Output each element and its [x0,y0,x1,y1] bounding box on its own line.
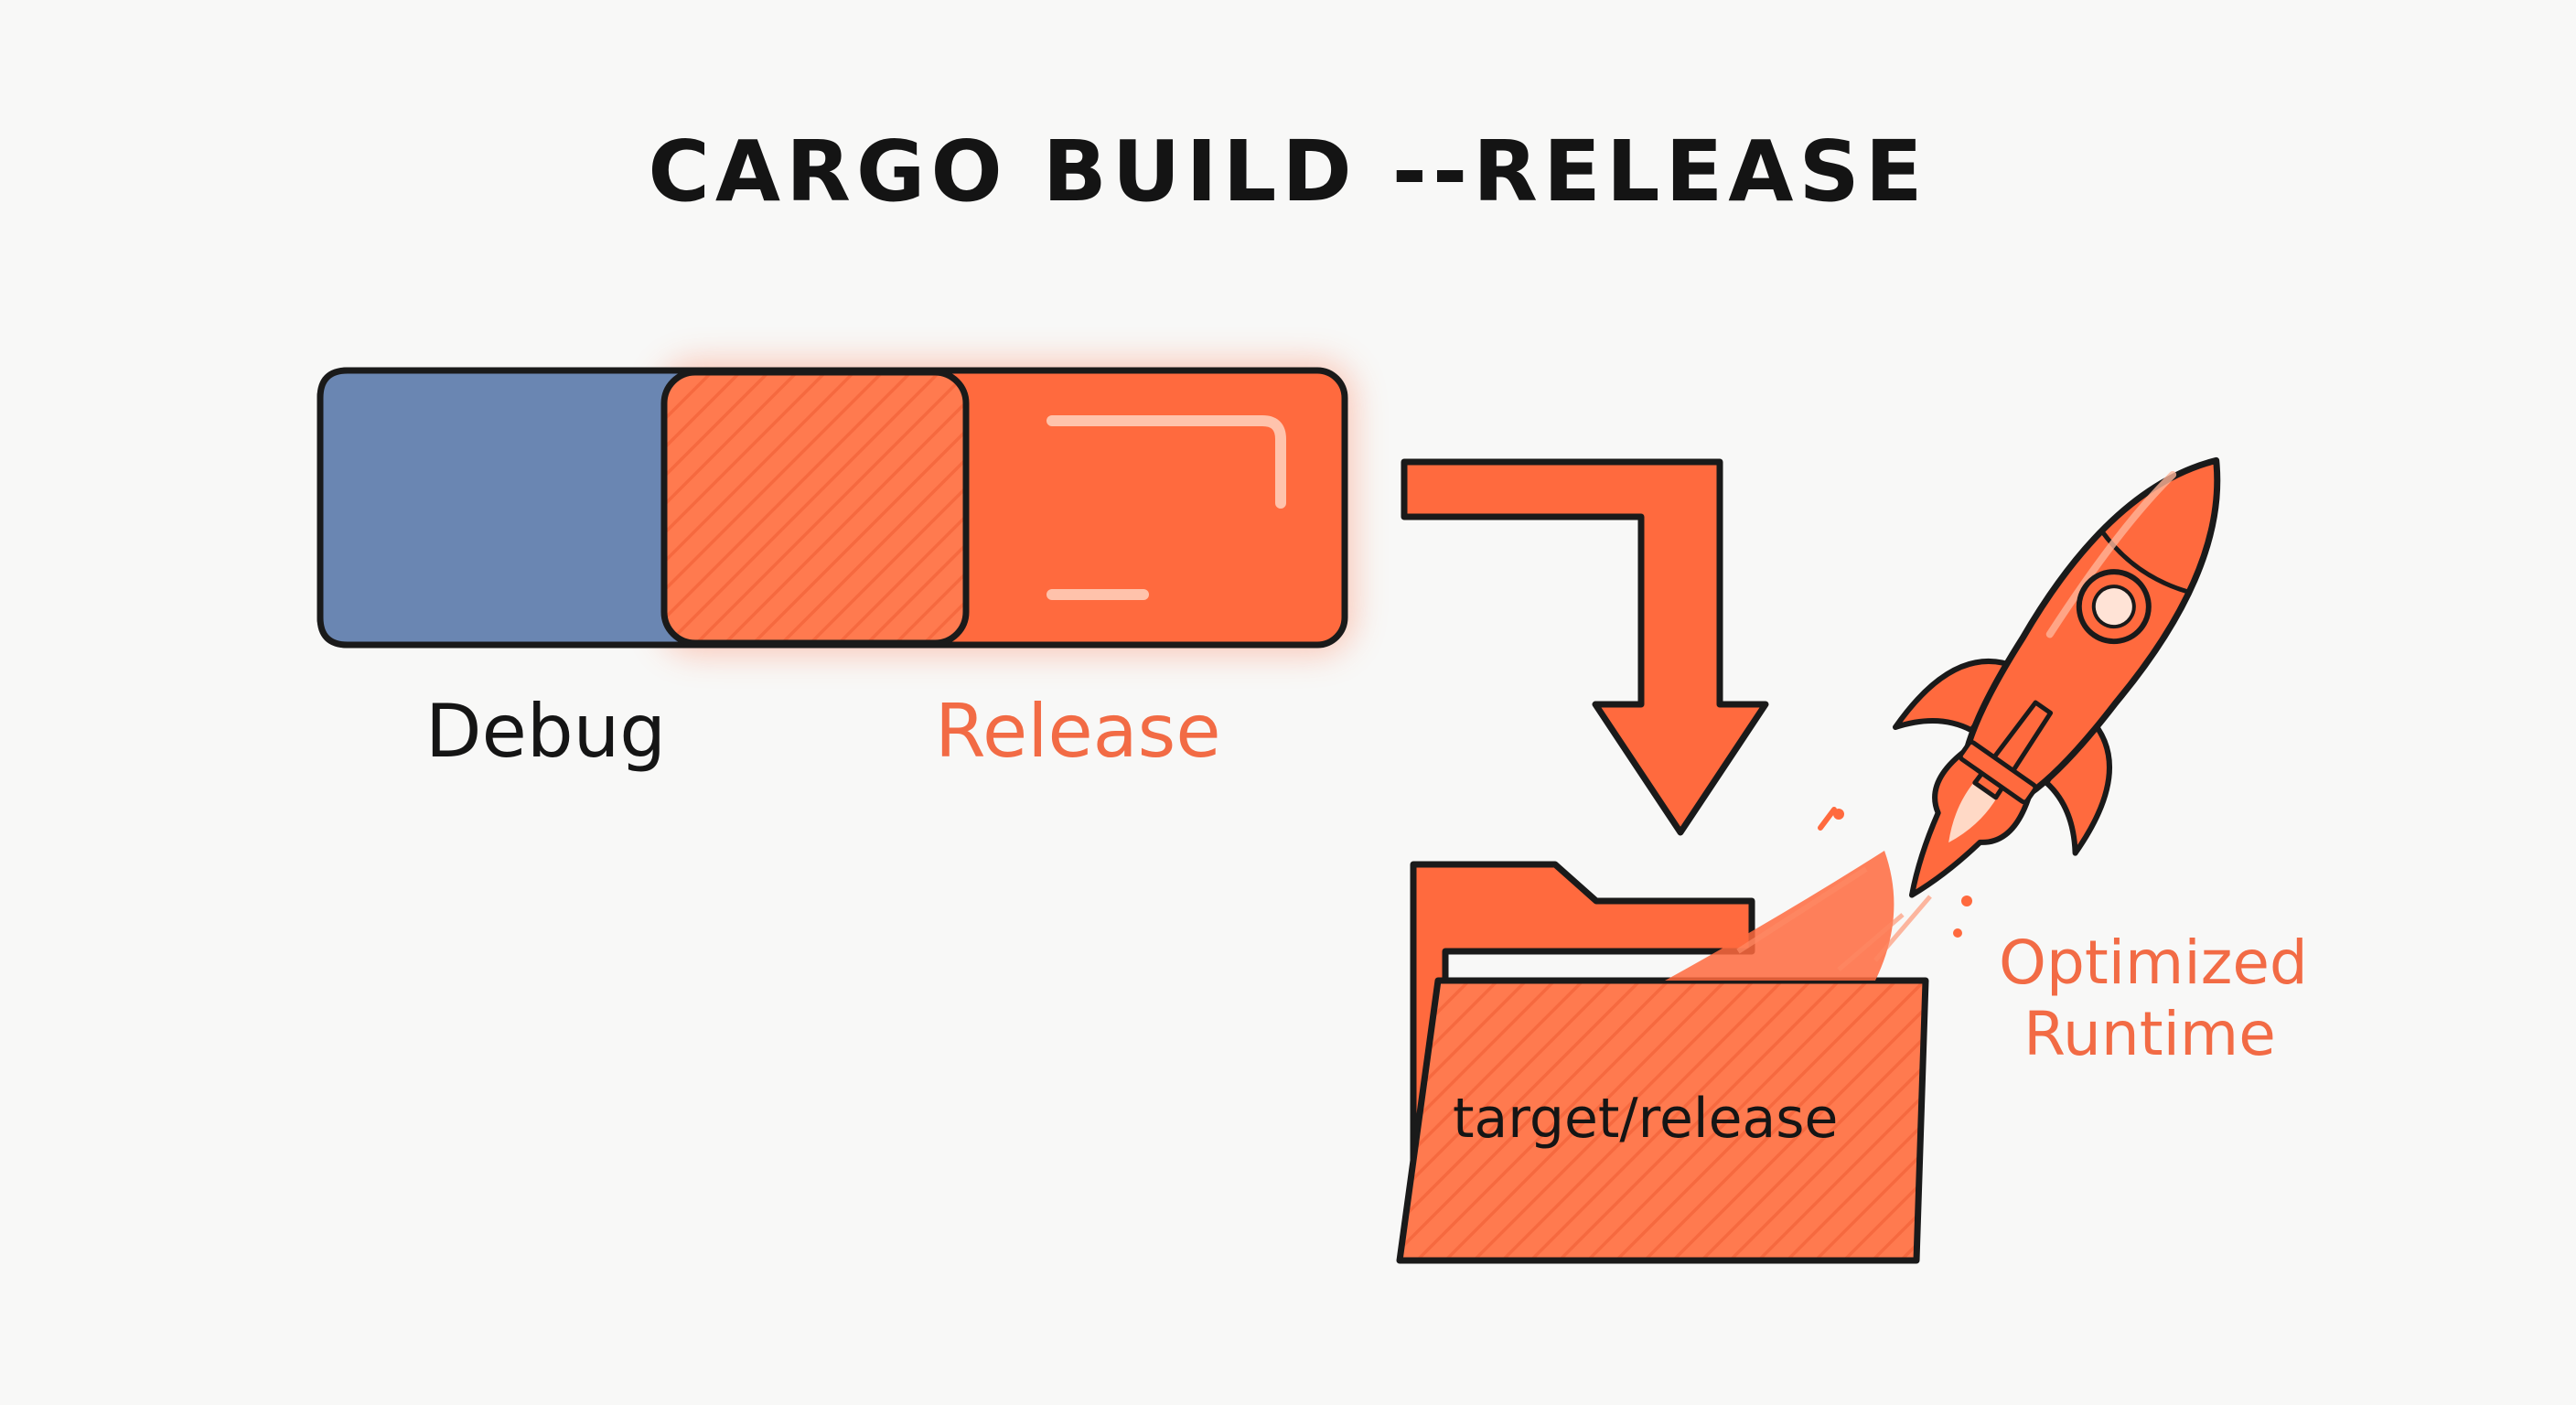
rocket-icon [1892,456,2221,898]
exhaust-plume [1665,851,1894,981]
folder-icon [1396,861,1929,1264]
toggle-knob [660,369,970,647]
debug-segment [317,367,699,649]
release-highlight [1046,415,1286,509]
right-down-arrow-icon [1401,458,1769,836]
release-label: Release [935,689,1221,774]
rocket-right-fin [2044,714,2112,856]
debug-label: Debug [425,689,667,774]
folder-label: target/release [1453,1087,1839,1151]
exhaust-trail [1665,807,1972,981]
rocket-left-fin [1892,659,2021,734]
build-mode-toggle [317,361,1354,654]
rocket-nozzle [1958,739,2038,805]
optimized-runtime-caption: Optimized Runtime [1999,928,2308,1069]
page-title: CARGO BUILD --RELEASE [648,123,1928,220]
